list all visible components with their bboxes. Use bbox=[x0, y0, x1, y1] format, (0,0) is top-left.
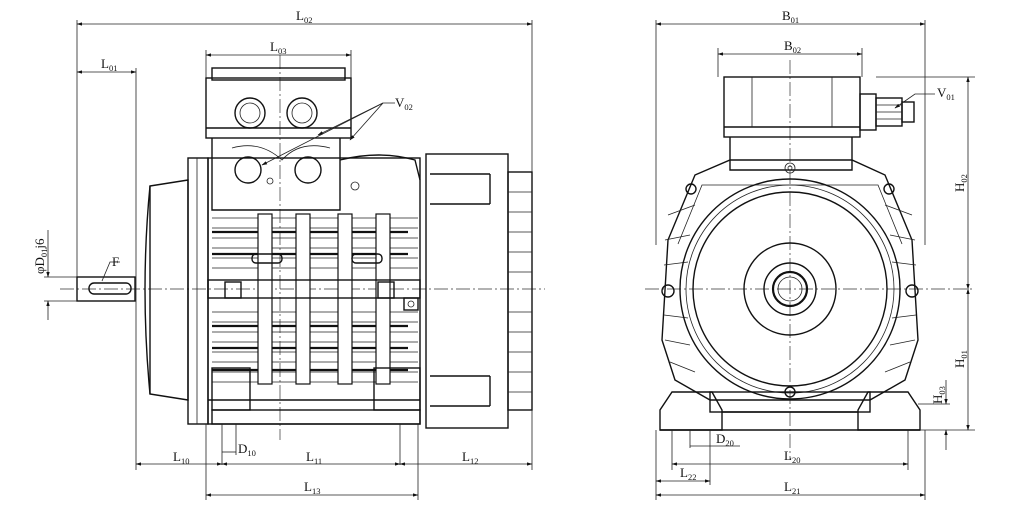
label-v02: V02 bbox=[395, 95, 413, 112]
label-d10: D10 bbox=[238, 441, 256, 458]
fan-cover-side bbox=[425, 153, 533, 429]
leader-v01 bbox=[894, 93, 935, 109]
cable-gland-hole bbox=[234, 97, 266, 129]
label-l20: L20 bbox=[784, 448, 800, 465]
label-l22: L22 bbox=[680, 465, 696, 482]
end-view bbox=[645, 20, 975, 500]
label-v01: V01 bbox=[937, 85, 955, 102]
label-d01: φD01j6 bbox=[32, 238, 49, 274]
shaft-end bbox=[763, 262, 817, 316]
lug bbox=[251, 253, 283, 264]
label-h02: H02 bbox=[952, 174, 969, 192]
motor-body-side bbox=[207, 154, 421, 425]
label-l12: L12 bbox=[462, 449, 478, 466]
side-view bbox=[44, 20, 545, 500]
flange-outer bbox=[679, 178, 901, 400]
label-d20: D20 bbox=[716, 431, 734, 448]
bolt-bosses bbox=[661, 165, 919, 398]
label-l21: L21 bbox=[784, 479, 800, 496]
drive-end-flange bbox=[144, 157, 209, 425]
label-b02: B02 bbox=[784, 38, 801, 55]
label-l03: L03 bbox=[270, 39, 286, 56]
terminal-box-side bbox=[205, 67, 360, 211]
shaft bbox=[76, 276, 136, 302]
flange-face bbox=[692, 191, 888, 387]
label-l02: L02 bbox=[296, 8, 312, 25]
label-l11: L11 bbox=[306, 449, 322, 466]
terminal-box-end bbox=[723, 76, 915, 174]
foot bbox=[211, 367, 251, 411]
cable-gland-hole bbox=[286, 97, 318, 129]
label-l10: L10 bbox=[173, 449, 189, 466]
label-l01: L01 bbox=[101, 56, 117, 73]
label-l13: L13 bbox=[304, 479, 320, 496]
lug bbox=[351, 253, 383, 264]
housing-end bbox=[661, 159, 919, 401]
dimension-labels: L02 L01 L03 V02 F φD01j6 L10 D10 L11 L12… bbox=[32, 8, 969, 496]
label-h03: H03 bbox=[930, 386, 947, 404]
label-b01: B01 bbox=[782, 8, 799, 25]
label-h01: H01 bbox=[952, 350, 969, 368]
label-f: F bbox=[112, 254, 119, 269]
leader-f bbox=[101, 261, 120, 282]
